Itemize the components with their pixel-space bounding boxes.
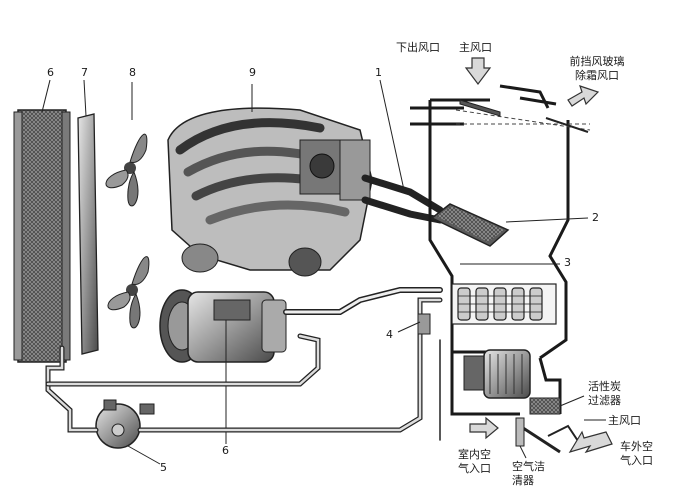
- label-cleaner-line1: 空气洁: [512, 460, 545, 473]
- label-windshield-defrost: 前挡风玻璃 除霜风口: [560, 55, 634, 83]
- label-carbon-line2: 过滤器: [588, 393, 621, 407]
- label-carbon-line1: 活性炭: [588, 380, 621, 393]
- label-main-outlet-bottom: 主风口: [608, 414, 641, 427]
- label-windshield-line2: 除霜风口: [575, 68, 619, 82]
- label-outside-air-inlet: 车外空 气入口: [620, 440, 653, 468]
- expansion-valve: [417, 313, 431, 335]
- airflow-arrow-inside: [469, 416, 499, 440]
- label-lower-outlet: 下出风口: [396, 41, 440, 54]
- label-air-cleaner: 空气洁 清器: [512, 460, 545, 488]
- callout-2: 2: [592, 211, 599, 224]
- air-cleaner: [515, 417, 525, 447]
- callout-line-7: [83, 79, 87, 117]
- fresh-recirc-door: [519, 424, 561, 454]
- callout-6-condenser: 6: [47, 66, 54, 79]
- blower-motor: [463, 349, 531, 399]
- callout-line-4: [397, 321, 421, 333]
- hvac-housing: [410, 84, 570, 416]
- label-carbon-filter: 活性炭 过滤器: [588, 380, 621, 408]
- condenser: [13, 109, 71, 363]
- callout-line-2: [505, 217, 589, 223]
- heater-core: [430, 203, 510, 247]
- callout-8: 8: [129, 66, 136, 79]
- label-main-outlet-top: 主风口: [459, 41, 492, 54]
- label-inside-line2: 气入口: [458, 461, 491, 475]
- callout-3: 3: [564, 256, 571, 269]
- defrost-door: [545, 117, 589, 133]
- evaporator-core: [451, 283, 557, 325]
- label-outside-line1: 车外空: [620, 440, 653, 453]
- callout-line-1: [379, 79, 405, 191]
- callout-1: 1: [375, 66, 382, 79]
- receiver-dryer: [95, 399, 155, 449]
- callout-7: 7: [81, 66, 88, 79]
- callout-9: 9: [249, 66, 256, 79]
- carbon-filter: [529, 397, 561, 415]
- callout-4: 4: [386, 328, 393, 341]
- lower-outlet-door: [459, 99, 501, 117]
- label-cleaner-line2: 清器: [512, 473, 534, 487]
- fan-blade-lower: [107, 256, 150, 329]
- airflow-arrow-outside: [568, 430, 613, 454]
- callout-5: 5: [160, 461, 167, 474]
- callout-6-compressor: 6: [222, 444, 229, 457]
- callout-line-6-top: [41, 79, 51, 113]
- label-inside-air-inlet: 室内空 气入口: [458, 448, 491, 476]
- label-outside-line2: 气入口: [620, 453, 653, 467]
- outlet-guides: [455, 109, 591, 131]
- airflow-arrow-defrost: [567, 85, 600, 107]
- label-windshield-line1: 前挡风玻璃: [569, 55, 625, 68]
- callout-line-cleaner: [519, 445, 527, 459]
- fan-blade-upper: [105, 133, 148, 207]
- main-outlet-duct: [547, 424, 581, 445]
- callout-line-5: [127, 445, 161, 465]
- callout-line-carbon: [559, 395, 585, 407]
- airflow-arrow-main-top: [464, 57, 492, 85]
- fan-shroud: [77, 113, 99, 355]
- engine: [167, 107, 373, 277]
- compressor: [159, 289, 287, 363]
- label-inside-line1: 室内空: [458, 448, 491, 461]
